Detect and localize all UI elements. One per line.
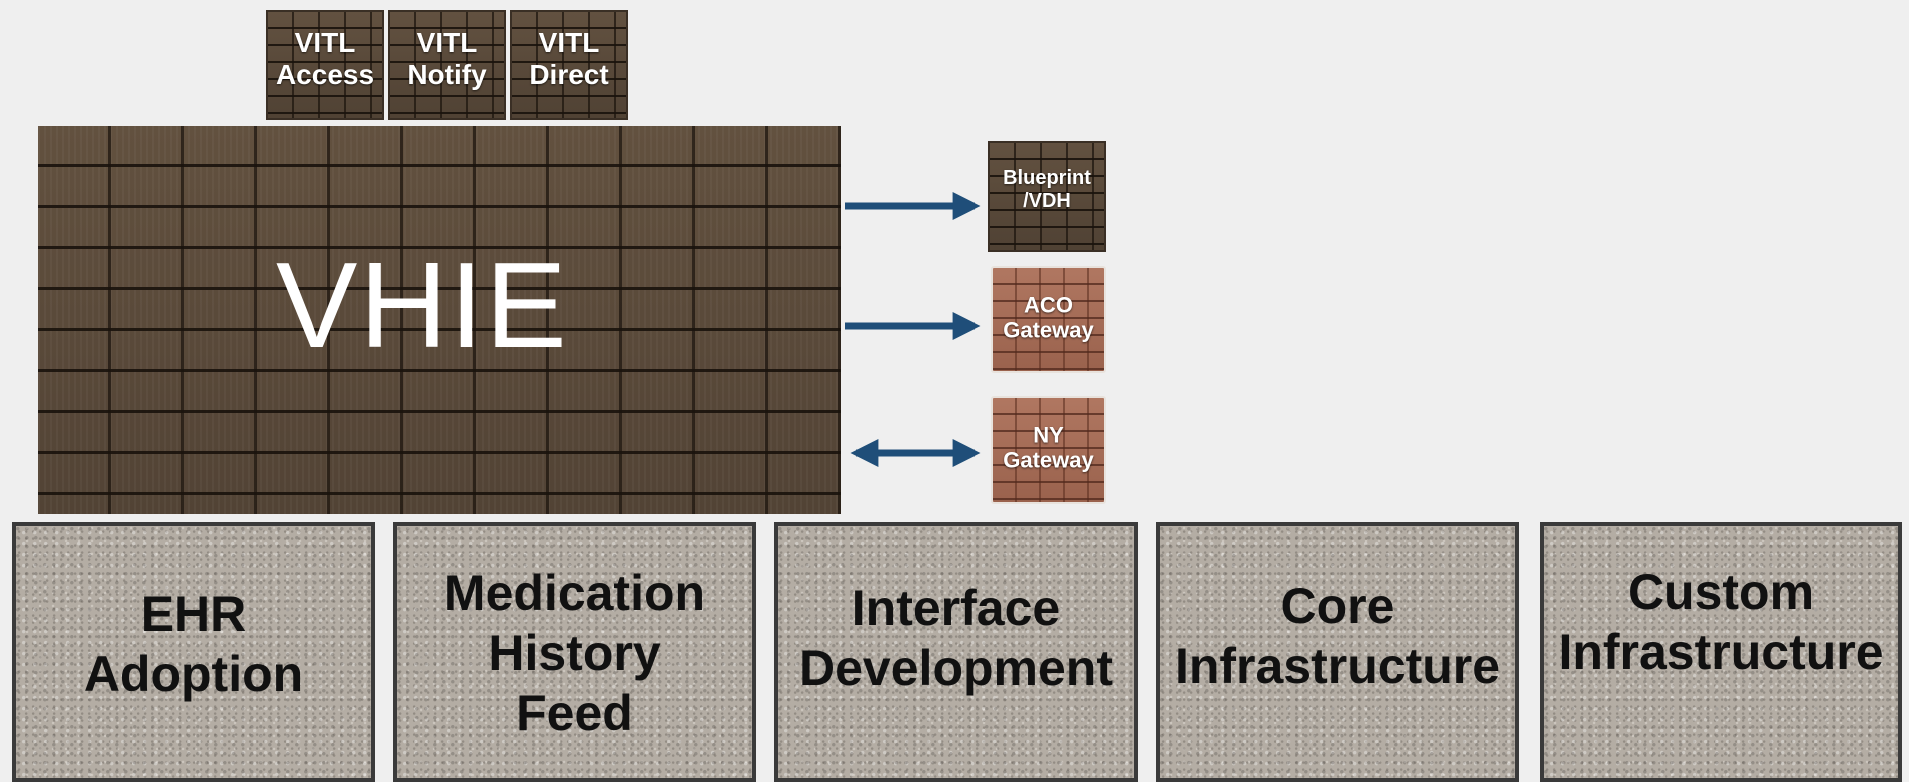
aco-gateway-label: ACO Gateway (1003, 292, 1094, 343)
blueprint-vdh-label: Blueprint /VDH (1003, 167, 1091, 212)
foundation-core-infrastructure: Core Infrastructure (1156, 522, 1519, 782)
foundation-label: EHR Adoption (83, 586, 304, 702)
vitl-access-label: VITL Access (275, 26, 375, 90)
foundation-label: Custom Infrastructure (1558, 564, 1884, 680)
vitl-notify-label: VITL Notify (407, 26, 487, 90)
vitl-direct-label: VITL Direct (529, 26, 609, 90)
blueprint-vdh-tile: Blueprint /VDH (988, 141, 1106, 252)
vitl-notify-tile: VITL Notify (388, 10, 506, 120)
foundation-custom-infrastructure: Custom Infrastructure (1540, 522, 1902, 782)
vhie-block: VHIE (38, 126, 841, 514)
ny-gateway-label: NY Gateway (1003, 422, 1094, 473)
foundation-interface-development: Interface Development (774, 522, 1138, 782)
foundation-label: Interface Development (799, 580, 1113, 696)
vhie-title: VHIE (276, 237, 569, 373)
vitl-direct-tile: VITL Direct (510, 10, 628, 120)
foundation-label: Core Infrastructure (1174, 578, 1501, 694)
foundation-label: Medication History Feed (443, 565, 706, 741)
foundation-ehr-adoption: EHR Adoption (12, 522, 375, 782)
ny-gateway-tile: NY Gateway (991, 396, 1106, 504)
aco-gateway-tile: ACO Gateway (991, 266, 1106, 373)
foundation-medication-history-feed: Medication History Feed (393, 522, 756, 782)
vitl-access-tile: VITL Access (266, 10, 384, 120)
